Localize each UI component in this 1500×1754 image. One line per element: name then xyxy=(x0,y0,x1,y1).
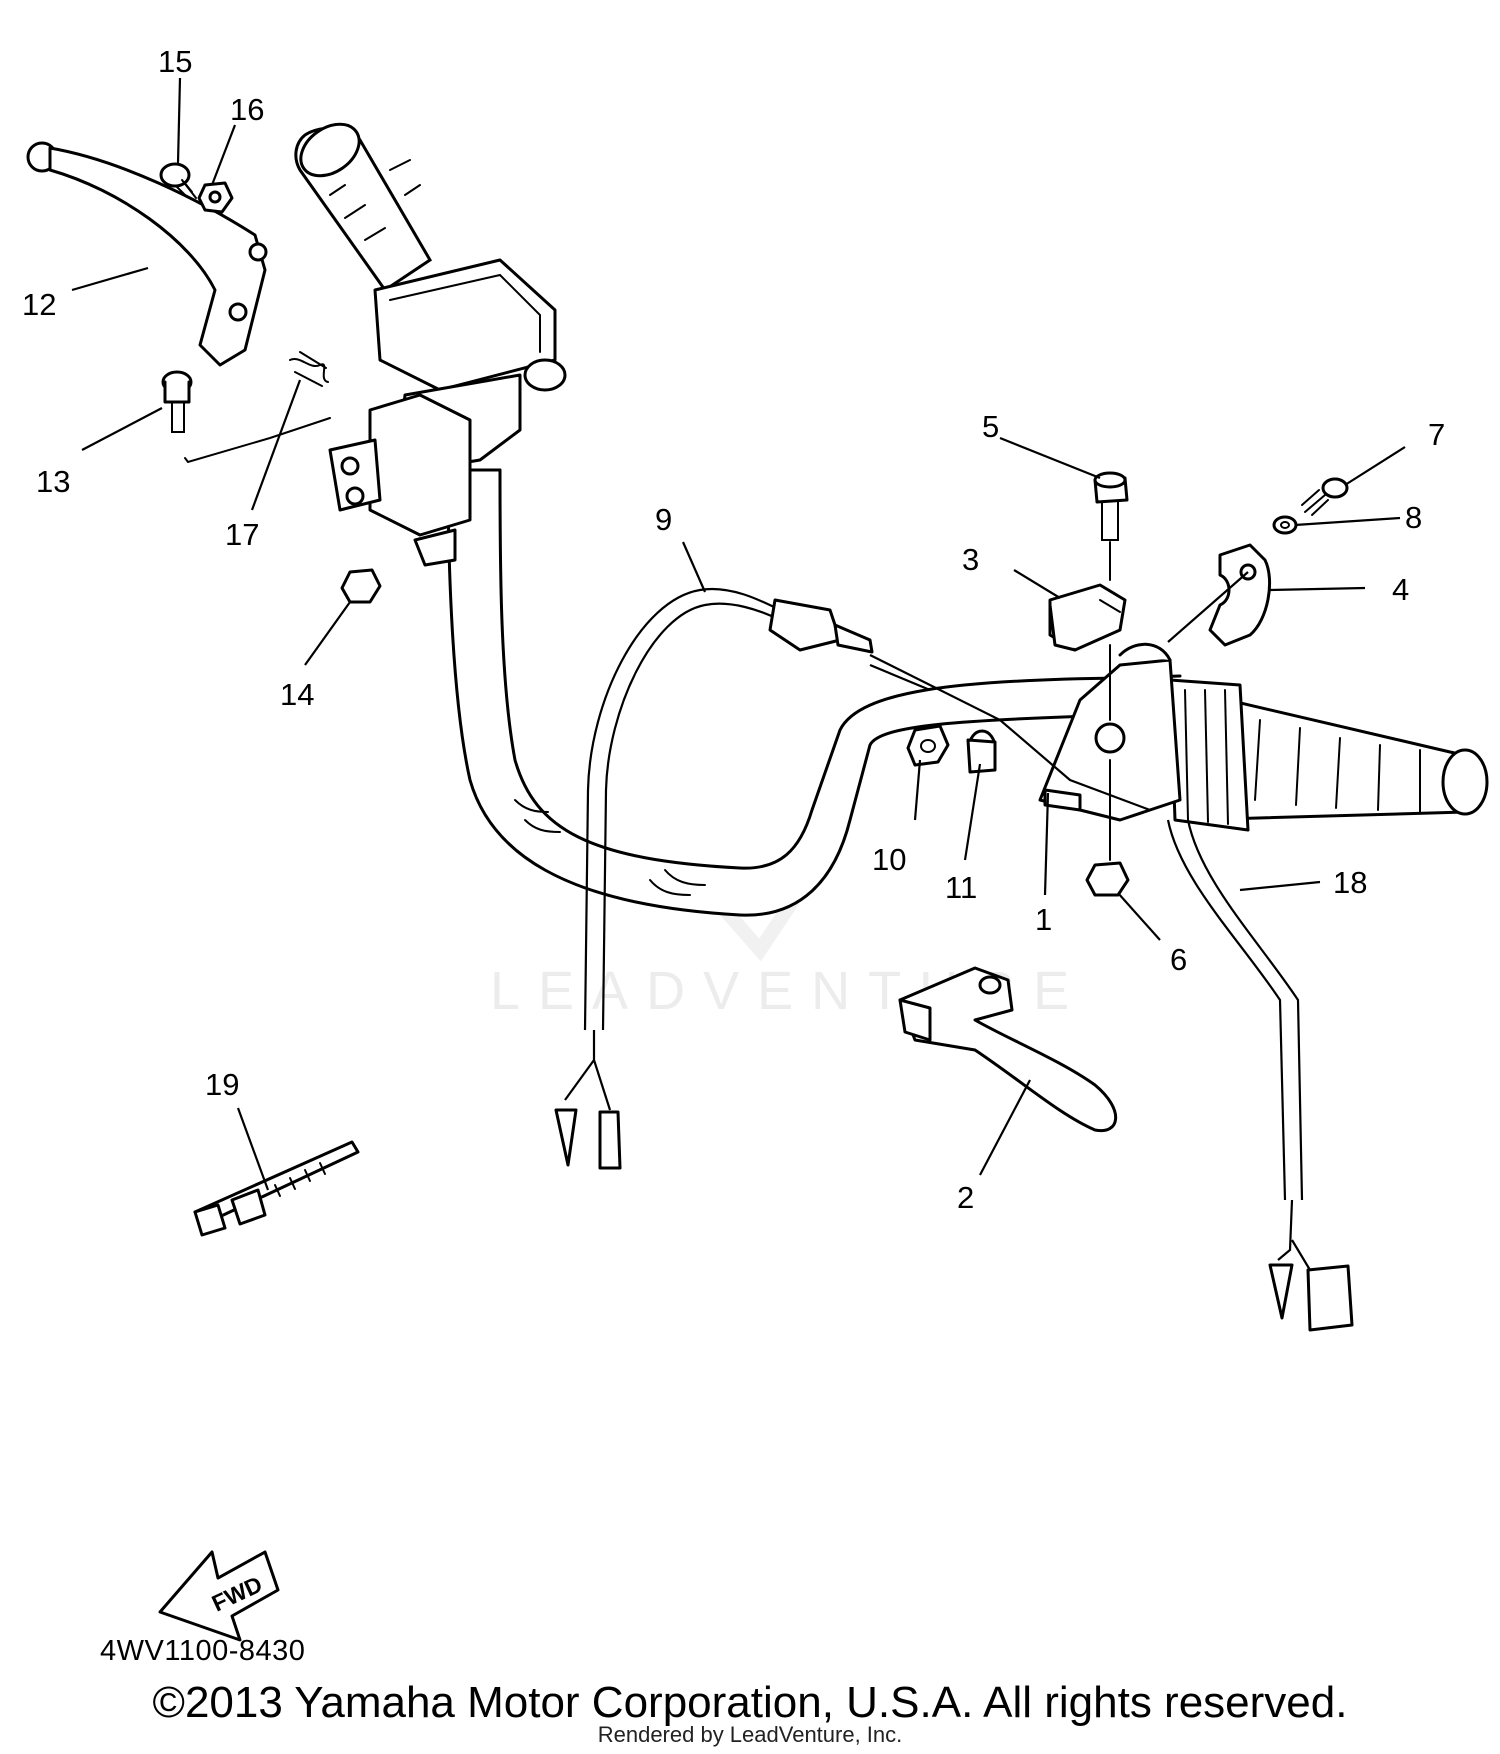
left-lever xyxy=(26,141,268,367)
part-15-bolt xyxy=(159,162,197,199)
part-5-bolt xyxy=(1093,471,1129,541)
part-6-nut xyxy=(1085,861,1130,897)
handlebar xyxy=(446,468,1182,917)
callout-11: 11 xyxy=(945,870,977,905)
rendered-by-notice: Rendered by LeadVenture, Inc. xyxy=(597,1722,903,1747)
callout-16: 16 xyxy=(230,92,264,127)
callout-17: 17 xyxy=(225,517,259,552)
callout-2: 2 xyxy=(957,1180,974,1215)
callout-19: 19 xyxy=(205,1067,239,1102)
callout-8: 8 xyxy=(1405,500,1422,535)
fwd-arrow-icon: FWD xyxy=(158,1550,280,1642)
callout-14: 14 xyxy=(280,677,314,712)
part-14-nut xyxy=(340,568,382,604)
callout-1: 1 xyxy=(1035,902,1052,937)
callout-10: 10 xyxy=(872,842,906,877)
callout-15: 15 xyxy=(158,44,192,79)
figure-code: 4WV1100-8430 xyxy=(100,1635,306,1667)
right-lever-bracket xyxy=(1038,642,1182,822)
callout-12: 12 xyxy=(22,287,56,322)
leader-lines xyxy=(71,77,1406,1191)
part-4-clamp xyxy=(1208,543,1272,647)
callout-6: 6 xyxy=(1170,942,1187,977)
part-17-spring xyxy=(289,351,329,387)
left-grip xyxy=(294,122,433,293)
part-2-lever xyxy=(898,966,1118,1133)
copyright-notice: ©2013 Yamaha Motor Corporation, U.S.A. A… xyxy=(152,1678,1348,1727)
part-9-cable xyxy=(554,587,1151,1170)
callout-9: 9 xyxy=(655,502,672,537)
callout-labels: 1 2 3 4 5 6 7 8 9 10 11 12 13 14 15 16 1… xyxy=(22,44,1445,1215)
part-10-locknut xyxy=(906,724,950,767)
right-grip xyxy=(1168,678,1489,832)
part-7-screw xyxy=(1301,477,1349,516)
part-11-adjuster xyxy=(966,729,997,774)
callout-18: 18 xyxy=(1333,865,1367,900)
part-13-axis-line xyxy=(184,417,331,464)
callout-7: 7 xyxy=(1428,417,1445,452)
part-19-cable-tie xyxy=(193,1140,360,1237)
part-16-nut xyxy=(197,181,234,214)
callout-3: 3 xyxy=(962,542,979,577)
part-8-washer xyxy=(1272,515,1298,535)
part-18-cable xyxy=(1166,819,1354,1332)
callout-4: 4 xyxy=(1392,572,1409,607)
callout-5: 5 xyxy=(982,409,999,444)
left-lever-bracket xyxy=(328,393,472,567)
part-13-pivot-bolt xyxy=(161,370,193,433)
callout-13: 13 xyxy=(36,464,70,499)
part-3-switch xyxy=(1048,583,1127,652)
